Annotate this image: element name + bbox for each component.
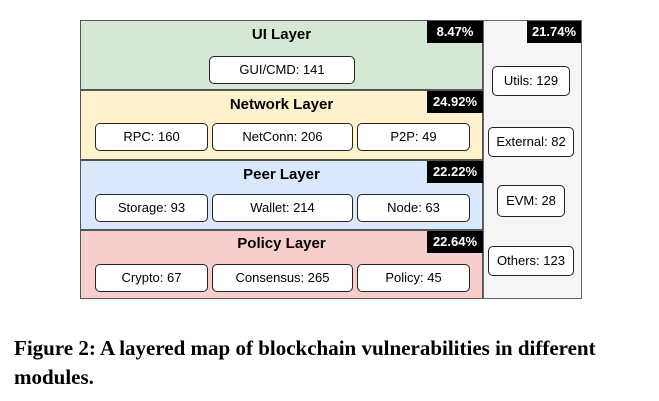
network-layer-title: Network Layer <box>229 96 334 113</box>
ui-layer-title: UI Layer <box>251 26 312 43</box>
module-rpc: RPC: 160 <box>95 123 208 151</box>
module-policy: Policy: 45 <box>357 264 470 292</box>
module-gui-cmd: GUI/CMD: 141 <box>209 56 355 84</box>
peer-layer-title: Peer Layer <box>243 166 320 183</box>
peer-layer: Peer Layer 22.22% Storage: 93 Wallet: 21… <box>80 160 483 230</box>
network-layer: Network Layer 24.92% RPC: 160 NetConn: 2… <box>80 90 483 160</box>
module-consensus: Consensus: 265 <box>212 264 353 292</box>
side-panel-percent: 21.74% <box>527 21 581 43</box>
policy-layer-title: Policy Layer <box>237 235 326 252</box>
module-wallet: Wallet: 214 <box>212 194 353 222</box>
ui-layer: UI Layer 8.47% GUI/CMD: 141 <box>80 20 483 90</box>
figure-caption: Figure 2: A layered map of blockchain vu… <box>14 336 596 389</box>
network-layer-percent: 24.92% <box>427 91 483 113</box>
ui-layer-percent: 8.47% <box>427 21 483 43</box>
module-storage: Storage: 93 <box>95 194 208 222</box>
module-node: Node: 63 <box>357 194 470 222</box>
module-external: External: 82 <box>488 127 574 157</box>
module-others: Others: 123 <box>488 246 574 276</box>
module-evm: EVM: 28 <box>497 185 565 217</box>
module-utils: Utils: 129 <box>492 66 570 96</box>
peer-layer-percent: 22.22% <box>427 161 483 183</box>
module-netconn: NetConn: 206 <box>212 123 353 151</box>
module-p2p: P2P: 49 <box>357 123 470 151</box>
side-panel: 21.74% Utils: 129 External: 82 EVM: 28 O… <box>483 20 582 299</box>
module-crypto: Crypto: 67 <box>95 264 208 292</box>
policy-layer-percent: 22.64% <box>427 231 483 253</box>
policy-layer: Policy Layer 22.64% Crypto: 67 Consensus… <box>80 230 483 299</box>
